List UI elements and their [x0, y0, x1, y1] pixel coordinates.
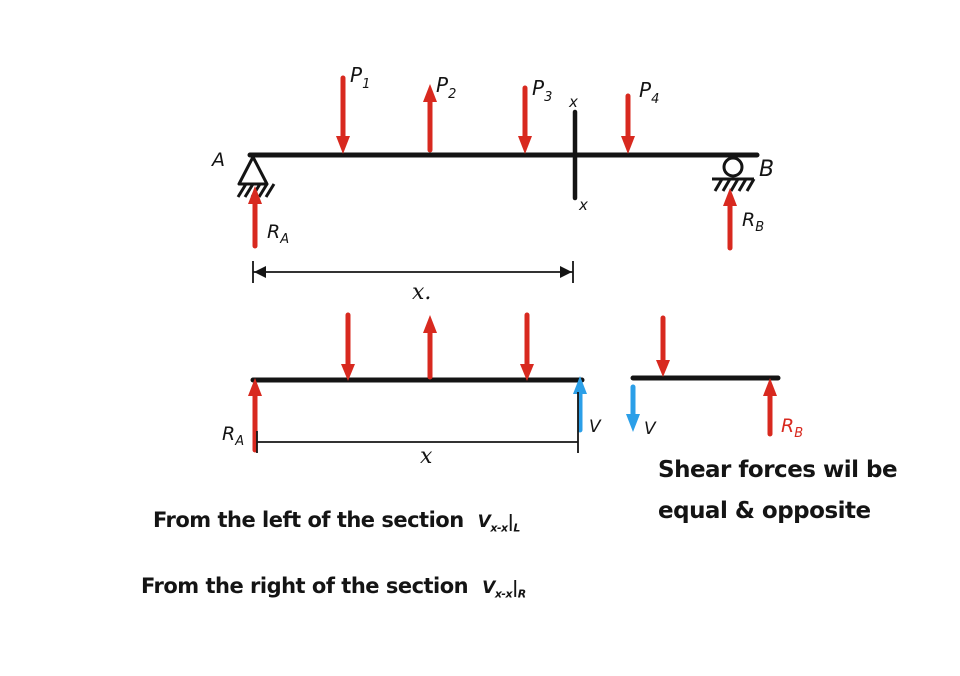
reaction-ra-arrow: [248, 186, 262, 249]
load-label-p1: P1: [350, 63, 370, 92]
load-p1-arrow: [336, 75, 350, 154]
fbd-left-load3-arrow: [520, 312, 534, 381]
fbd-left-reaction-arrow: [248, 378, 262, 453]
caption-left-of-section: From the left of the section Vx-x|L: [153, 508, 520, 534]
load-label-p4: P4: [639, 78, 659, 107]
support-b-label: B: [759, 157, 774, 182]
shear-note-line1: Shear forces wil be: [658, 457, 898, 483]
section-label-bottom: x: [578, 196, 588, 214]
reaction-ra-label: RA: [267, 221, 289, 247]
shear-symbol-left: Vx-x|L: [477, 512, 521, 535]
shear-note: Shear forces wil be equal & opposite: [658, 450, 898, 532]
caption-right-of-section: From the right of the section Vx-x|R: [141, 574, 526, 600]
top-dimension-line: [252, 261, 574, 283]
fbd-left-dimension-line: [256, 392, 579, 453]
shear-symbol-right: Vx-x|R: [482, 578, 526, 601]
fbd-left-dimension-label: x: [420, 444, 433, 469]
fbd-right-reaction-label: RB: [781, 415, 803, 441]
load-p3-arrow: [518, 85, 532, 154]
roller-support-b: [712, 156, 756, 192]
caption-right-text: From the right of the section: [141, 574, 469, 598]
fbd-left-shear-arrow: [573, 376, 587, 433]
fbd-left-load1-arrow: [341, 312, 355, 381]
reaction-rb-arrow: [723, 188, 737, 251]
shear-note-line2: equal & opposite: [658, 498, 871, 524]
top-dimension-label: x.: [412, 280, 431, 305]
fbd-right-load-arrow: [656, 315, 670, 377]
reaction-rb-label: RB: [742, 209, 764, 235]
load-label-p3: P3: [532, 76, 552, 105]
caption-left-text: From the left of the section: [153, 508, 464, 532]
load-p4-arrow: [621, 93, 635, 154]
fbd-left-shear-label: V: [589, 417, 602, 437]
fbd-left-reaction-label: RA: [222, 423, 244, 449]
fbd-left-load2-arrow: [423, 315, 437, 380]
fbd-right-shear-label: V: [644, 419, 657, 439]
section-label-top: x: [568, 93, 578, 111]
fbd-right-shear-arrow: [626, 384, 640, 432]
fbd-right-reaction-arrow: [763, 378, 777, 437]
load-label-p2: P2: [436, 73, 456, 102]
load-p2-arrow: [423, 84, 437, 153]
support-a-label: A: [210, 149, 225, 171]
